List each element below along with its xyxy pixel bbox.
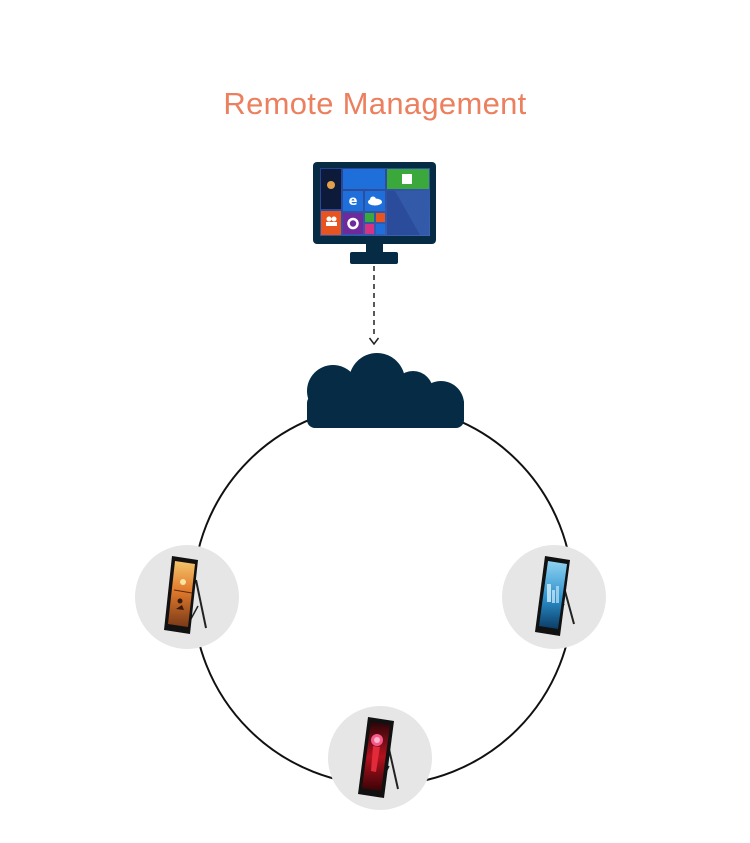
connector-arrow-icon [368, 337, 380, 346]
ie-tile-icon: e [343, 191, 363, 211]
monitor-icon: e [313, 162, 436, 264]
node-left [135, 545, 239, 649]
page-title: Remote Management [223, 86, 527, 121]
svg-text:e: e [349, 194, 358, 209]
node-bottom [328, 706, 432, 810]
poster-display-red-icon [358, 717, 399, 798]
people-tile-icon [321, 211, 341, 235]
poster-display-sunset-icon [164, 556, 207, 634]
store-tile-icon [387, 169, 429, 189]
poster-display-city-icon [535, 556, 575, 636]
cloud-icon [307, 353, 464, 428]
settings-tile-icon [343, 213, 363, 234]
node-right [502, 545, 606, 649]
skydrive-tile-icon [365, 191, 385, 211]
